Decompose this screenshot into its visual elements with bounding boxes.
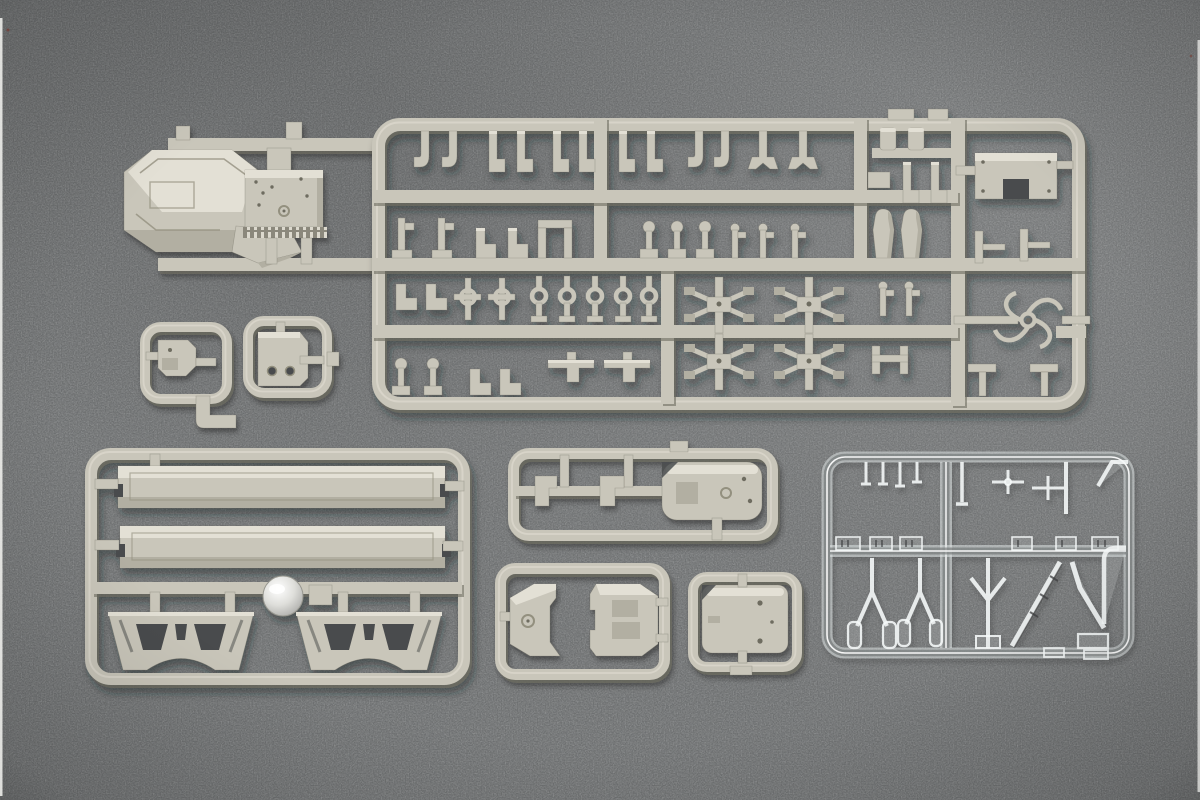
photo-edge-right bbox=[1197, 40, 1200, 792]
photo-edge-left bbox=[0, 18, 3, 796]
